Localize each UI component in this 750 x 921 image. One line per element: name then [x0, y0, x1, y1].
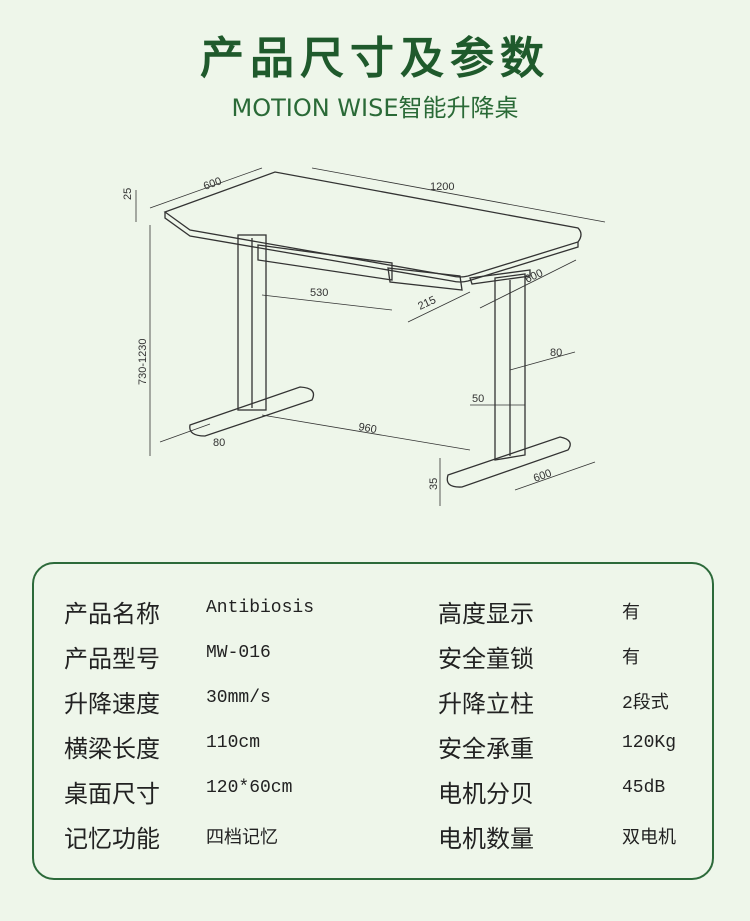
dim-foot-height: 35	[428, 478, 440, 490]
spec-value: 四档记忆	[206, 829, 278, 849]
spec-value: Antibiosis	[206, 598, 315, 618]
dim-foot-length: 600	[532, 467, 553, 485]
spec-value: 45dB	[622, 778, 666, 798]
spec-label: 高度显示	[438, 600, 534, 628]
spec-label: 升降速度	[64, 690, 160, 718]
spec-label: 升降立柱	[438, 690, 534, 718]
spec-value: 有	[622, 649, 640, 669]
page-subtitle: MOTION WISE智能升降桌	[231, 94, 519, 122]
spec-label: 安全承重	[438, 735, 534, 763]
spec-row: 横梁长度 110cm 安全承重 120Kg	[34, 729, 714, 769]
spec-label: 电机数量	[438, 825, 534, 853]
dim-thickness: 25	[122, 188, 134, 200]
desk-dimension-diagram: 600 1200 25 730-1230 530 215 600 80 50 9…	[122, 167, 606, 506]
dim-column-outer: 80	[550, 347, 562, 359]
spec-value: 120*60cm	[206, 778, 293, 798]
dim-width: 1200	[430, 181, 454, 193]
spec-table: 产品名称 Antibiosis 高度显示 有 产品型号 MW-016 安全童锁 …	[32, 562, 714, 880]
crossbeam	[257, 244, 393, 281]
right-column	[494, 273, 526, 461]
spec-row: 产品型号 MW-016 安全童锁 有	[34, 639, 714, 679]
spec-label: 产品名称	[64, 600, 160, 628]
control-panel	[387, 267, 463, 291]
spec-value: MW-016	[206, 643, 271, 663]
dim-height: 730-1230	[137, 339, 149, 386]
spec-value: 双电机	[622, 829, 676, 849]
dim-depth-top: 600	[202, 175, 223, 193]
spec-label: 横梁长度	[64, 735, 160, 763]
spec-value: 30mm/s	[206, 688, 271, 708]
spec-label: 桌面尺寸	[64, 780, 160, 808]
spec-row: 产品名称 Antibiosis 高度显示 有	[34, 594, 714, 634]
dim-foot-width: 80	[213, 437, 225, 449]
spec-value: 120Kg	[622, 733, 677, 753]
desktop-edge	[164, 212, 579, 283]
spec-label: 产品型号	[64, 645, 160, 673]
dim-panel: 215	[416, 294, 438, 313]
spec-value: 110cm	[206, 733, 261, 753]
right-foot	[446, 436, 571, 488]
spec-row: 记忆功能 四档记忆 电机数量 双电机	[34, 819, 714, 859]
left-column	[237, 234, 267, 411]
spec-label: 记忆功能	[64, 825, 160, 853]
dim-column-inner: 50	[472, 393, 484, 405]
spec-value: 2段式	[622, 694, 669, 714]
page-title: 产品尺寸及参数	[200, 33, 550, 84]
spec-row: 升降速度 30mm/s 升降立柱 2段式	[34, 684, 714, 724]
spec-label: 电机分贝	[438, 780, 534, 808]
dim-feet-span: 960	[357, 421, 377, 436]
desktop-surface	[163, 171, 582, 278]
spec-row: 桌面尺寸 120*60cm 电机分贝 45dB	[34, 774, 714, 814]
dim-beam: 530	[310, 287, 328, 299]
spec-value: 有	[622, 604, 640, 624]
spec-label: 安全童锁	[438, 645, 534, 673]
